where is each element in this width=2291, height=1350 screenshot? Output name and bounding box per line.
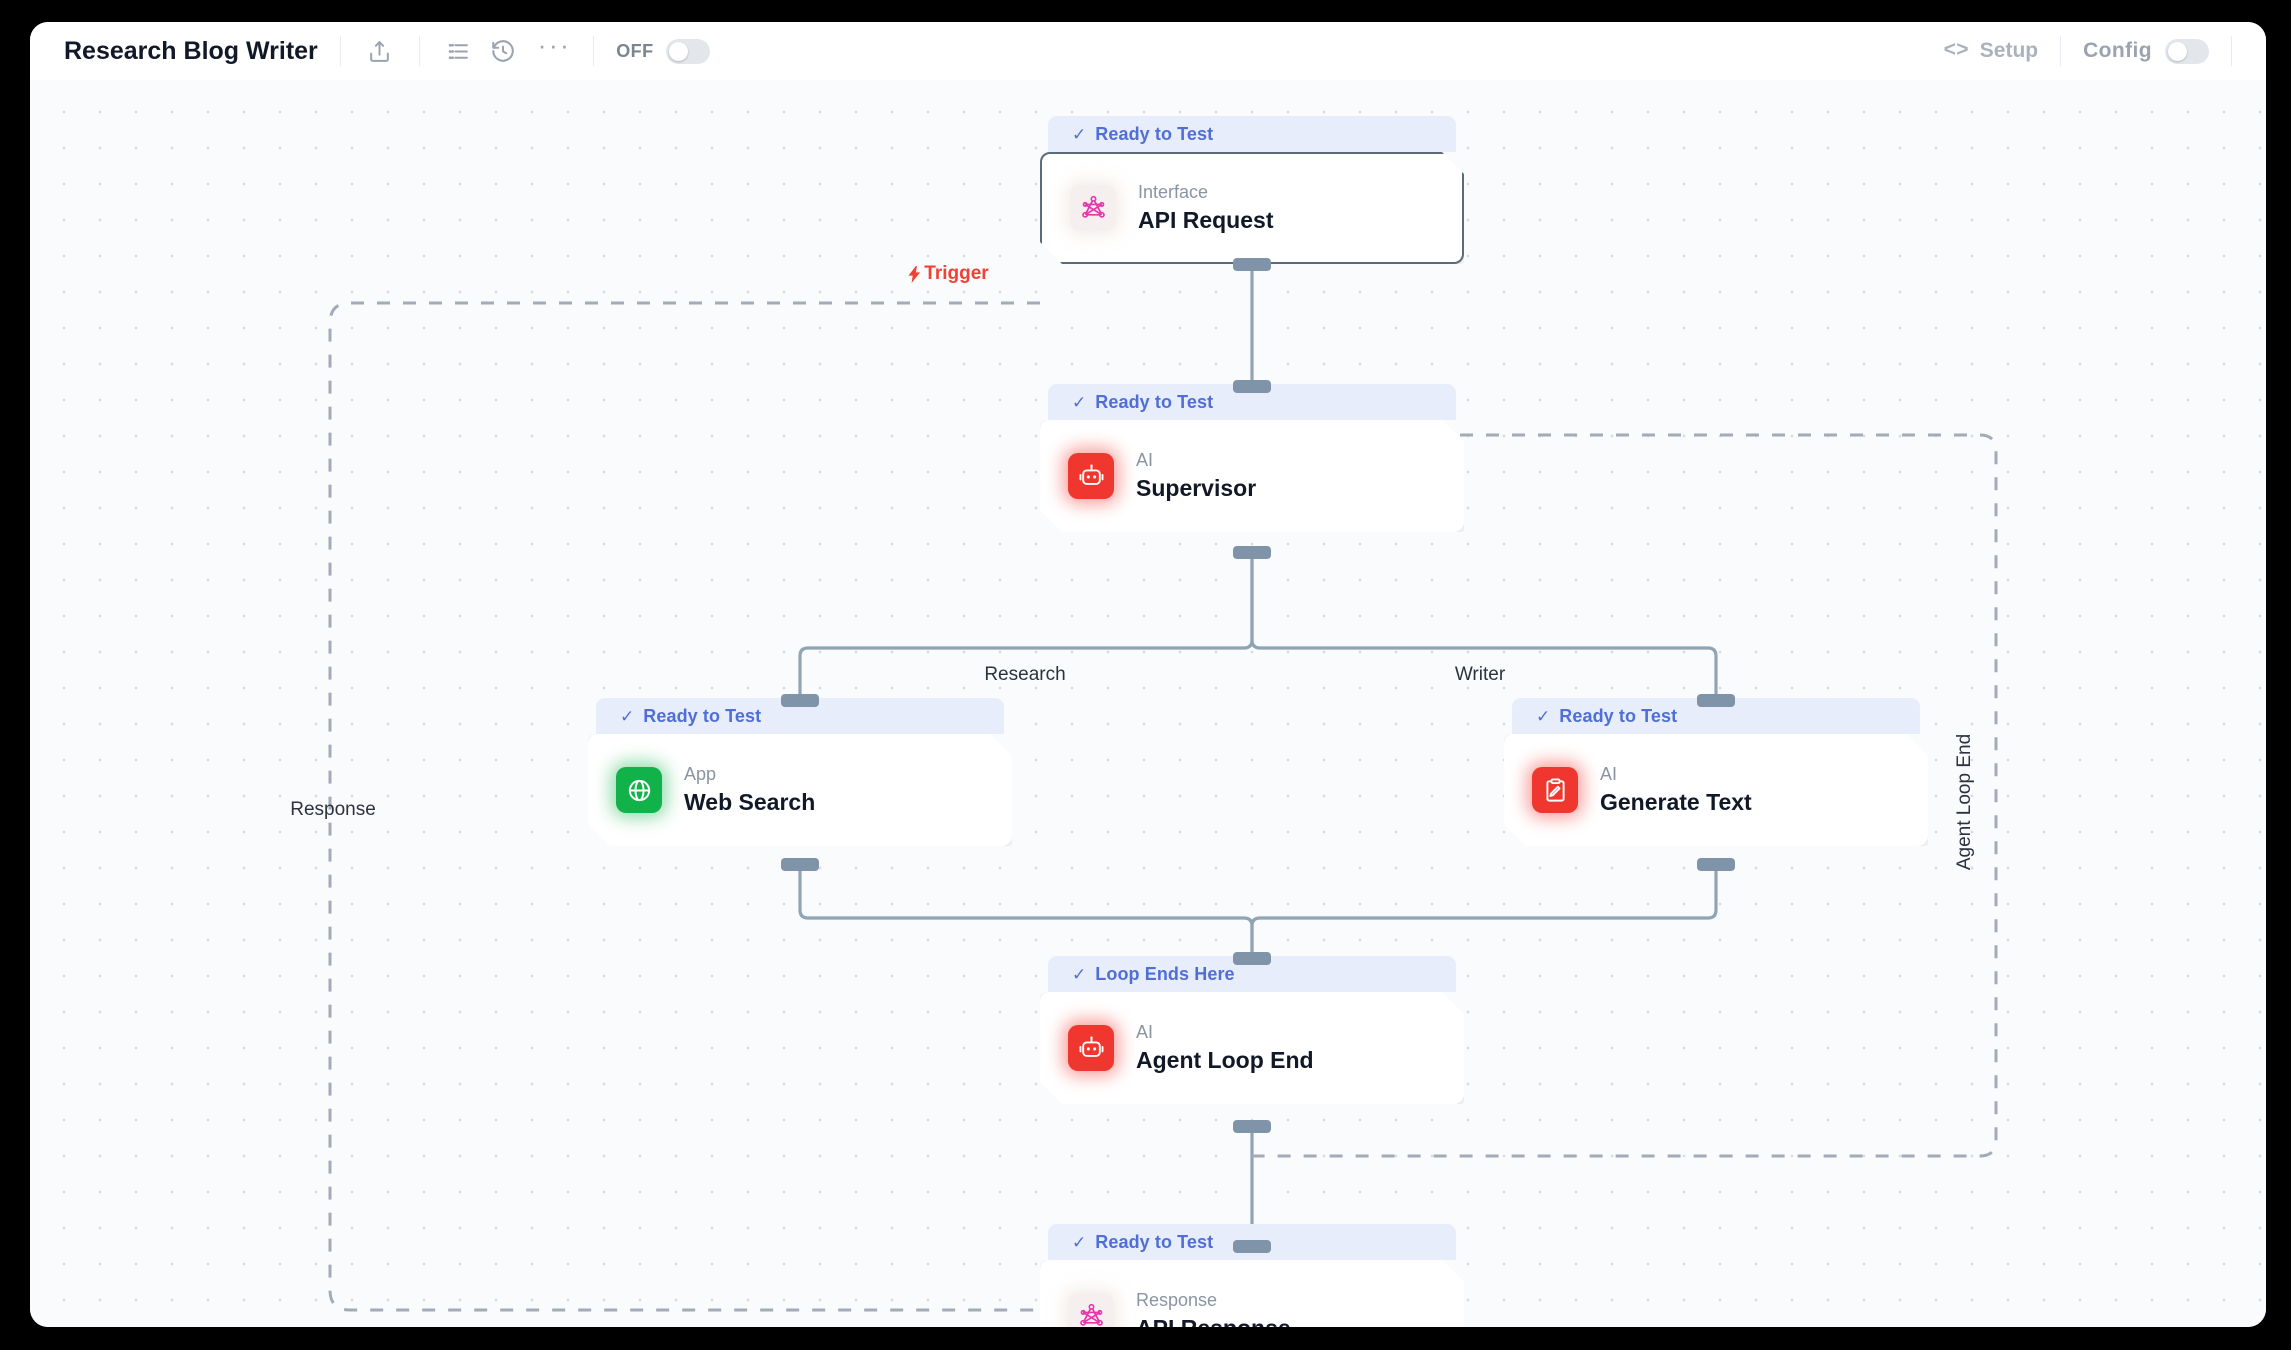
- more-options-icon[interactable]: ···: [537, 30, 572, 60]
- node-text: AI Agent Loop End: [1136, 1021, 1314, 1074]
- node-text: AI Generate Text: [1600, 763, 1752, 816]
- setup-label: Setup: [1979, 39, 2039, 62]
- lightning-bolt-icon: [908, 265, 921, 283]
- share-upload-icon[interactable]: [363, 34, 397, 68]
- node-card[interactable]: Interface API Request: [1040, 152, 1464, 264]
- node-handle[interactable]: [1233, 1240, 1271, 1253]
- node-text: Response API Response: [1136, 1289, 1291, 1327]
- node-api-request[interactable]: ✓ Ready to Test Interface: [1040, 116, 1464, 264]
- node-name: Generate Text: [1600, 788, 1752, 815]
- clipboard-pencil-icon: [1532, 767, 1578, 813]
- code-brackets-icon: <>: [1943, 39, 1969, 63]
- robot-icon: [1068, 1025, 1114, 1071]
- edge-label-research: Research: [984, 664, 1066, 685]
- config-label: Config: [2083, 39, 2152, 62]
- node-agent-loop-end[interactable]: ✓ Loop Ends Here AI Agent Loop End: [1040, 956, 1464, 1104]
- node-handle[interactable]: [781, 694, 819, 707]
- node-handle[interactable]: [1233, 952, 1271, 965]
- graphql-icon: [1070, 185, 1116, 231]
- node-handle[interactable]: [1233, 1120, 1271, 1133]
- node-handle[interactable]: [1233, 380, 1271, 393]
- edge-supervisor-to-generate-text: [1250, 552, 1718, 700]
- edge-label-writer: Writer: [1454, 664, 1506, 685]
- divider: [2060, 36, 2062, 66]
- list-icon[interactable]: [442, 34, 476, 68]
- edge-label-response: Response: [290, 799, 376, 820]
- edge-agent-loop-boundary: [1252, 433, 1998, 1158]
- node-card[interactable]: AI Supervisor: [1040, 420, 1464, 532]
- edge-web-search-to-loop-end: [798, 864, 1254, 958]
- globe-icon: [616, 767, 662, 813]
- node-text: AI Supervisor: [1136, 449, 1256, 502]
- edge-label-trigger: Trigger: [907, 263, 989, 285]
- node-status-badge: ✓ Ready to Test: [1048, 116, 1456, 152]
- node-card[interactable]: AI Generate Text: [1504, 734, 1928, 846]
- node-kind: AI: [1600, 764, 1618, 785]
- check-icon: ✓: [1072, 1232, 1087, 1252]
- node-handle[interactable]: [1697, 858, 1735, 871]
- node-generate-text[interactable]: ✓ Ready to Test AI Generate Text: [1504, 698, 1928, 846]
- node-supervisor[interactable]: ✓ Ready to Test AI Supervisor: [1040, 384, 1464, 532]
- toolbar: Research Blog Writer ···: [30, 22, 2266, 80]
- edge-generate-text-to-loop-end: [1250, 864, 1718, 958]
- node-handle[interactable]: [1233, 546, 1271, 559]
- node-handle[interactable]: [781, 858, 819, 871]
- robot-icon: [1068, 453, 1114, 499]
- node-name: API Request: [1138, 206, 1274, 233]
- edge-layer: [328, 264, 1998, 1312]
- divider: [2231, 36, 2232, 66]
- divider: [339, 36, 341, 66]
- node-text: Interface API Request: [1138, 181, 1273, 234]
- divider: [418, 36, 420, 66]
- node-kind: AI: [1136, 1022, 1154, 1043]
- node-card[interactable]: Response API Response: [1040, 1260, 1464, 1327]
- check-icon: ✓: [1536, 706, 1551, 726]
- toolbar-right: <> Setup Config: [1944, 36, 2266, 66]
- setup-button[interactable]: <> Setup: [1944, 39, 2039, 63]
- config-toggle[interactable]: Config: [2083, 38, 2209, 64]
- check-icon: ✓: [1072, 964, 1087, 984]
- node-kind: App: [684, 764, 717, 785]
- check-icon: ✓: [1072, 124, 1087, 144]
- workflow-editor: Research Blog Writer ···: [30, 22, 2266, 1327]
- node-web-search[interactable]: ✓ Ready to Test App Web Search: [588, 698, 1012, 846]
- power-toggle-label: OFF: [616, 40, 654, 61]
- node-status-badge: ✓ Ready to Test: [1048, 384, 1456, 420]
- edge-label-agent-loop-end: Agent Loop End: [1954, 733, 1975, 871]
- node-name: API Response: [1136, 1314, 1291, 1327]
- node-kind: Response: [1136, 1290, 1218, 1311]
- node-name: Web Search: [684, 788, 816, 815]
- node-name: Supervisor: [1136, 474, 1257, 501]
- toggle-switch[interactable]: [666, 38, 711, 64]
- flow-canvas[interactable]: Trigger Research Writer Response Agent L…: [30, 80, 2266, 1327]
- graphql-icon: [1068, 1293, 1114, 1327]
- check-icon: ✓: [620, 706, 635, 726]
- node-text: App Web Search: [684, 763, 815, 816]
- node-kind: Interface: [1138, 182, 1209, 203]
- node-name: Agent Loop End: [1136, 1046, 1314, 1073]
- check-icon: ✓: [1072, 392, 1087, 412]
- workflow-power-toggle[interactable]: OFF: [616, 38, 711, 64]
- node-kind: AI: [1136, 450, 1154, 471]
- node-handle[interactable]: [1233, 258, 1271, 271]
- node-handle[interactable]: [1697, 694, 1735, 707]
- page-title: Research Blog Writer: [64, 36, 318, 65]
- divider: [593, 36, 595, 66]
- node-card[interactable]: App Web Search: [588, 734, 1012, 846]
- toggle-switch[interactable]: [2165, 38, 2209, 64]
- edge-response-loopback: [328, 301, 1040, 1312]
- node-card[interactable]: AI Agent Loop End: [1040, 992, 1464, 1104]
- history-icon[interactable]: [486, 34, 520, 68]
